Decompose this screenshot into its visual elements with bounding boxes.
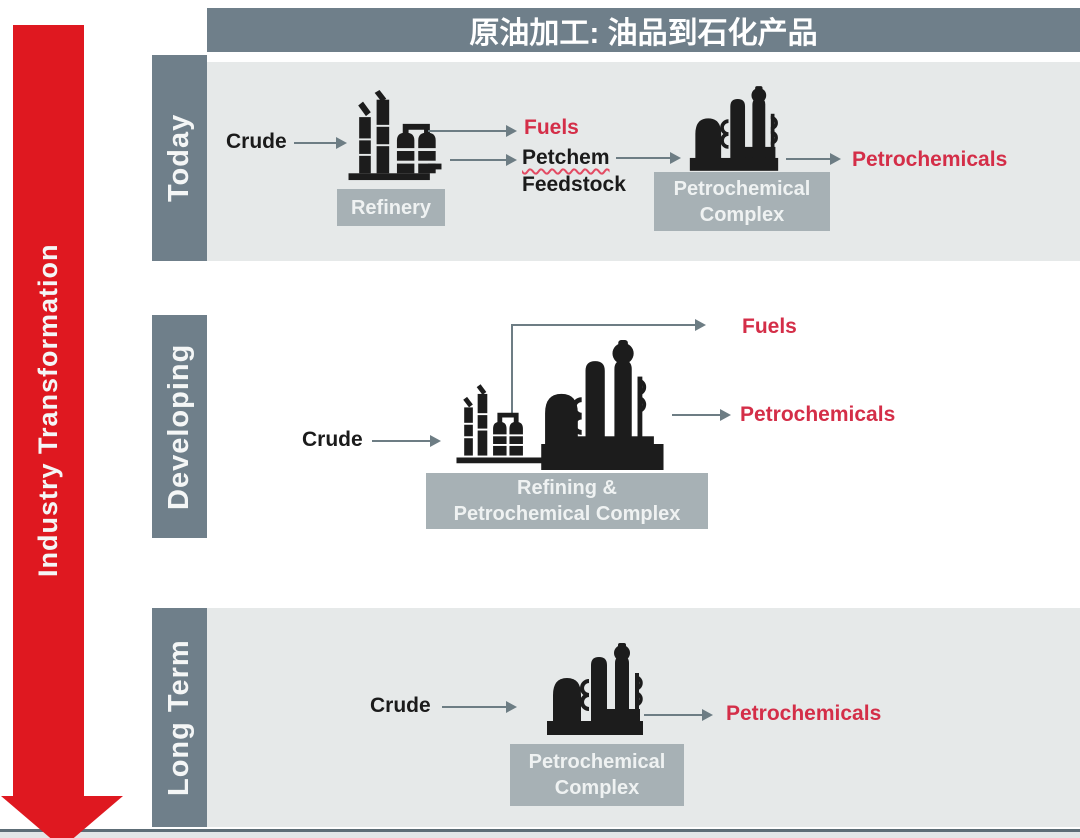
flow-line: [294, 142, 336, 144]
row-label-today: Today: [152, 55, 207, 261]
refinery-label: Refinery: [350, 196, 432, 219]
petchem-label: Petchem: [522, 146, 610, 169]
developing-label-text: Developing: [163, 343, 195, 510]
arrow-right-icon: [702, 709, 713, 721]
refinery-icon: [348, 90, 442, 181]
flow-line: [511, 325, 513, 417]
refinery-label-box: Refinery: [337, 189, 445, 226]
arrow-right-icon: [430, 435, 441, 447]
petrochemical-complex-icon: [689, 86, 779, 171]
petrochemical-complex-label-box: Petrochemical Complex: [654, 172, 830, 231]
arrow-right-icon: [695, 319, 706, 331]
long-term-label-text: Long Term: [163, 639, 195, 796]
petrochemical-complex-label-box: Petrochemical Complex: [510, 744, 684, 806]
row-label-long-term: Long Term: [152, 608, 207, 827]
industry-transformation-arrow: Industry Transformation: [13, 25, 84, 796]
refining-petrochemical-complex-icon: [456, 340, 664, 470]
refining-petrochemical-complex-label-box: Refining & Petrochemical Complex: [426, 473, 708, 529]
feedstock-label: Feedstock: [522, 173, 626, 196]
bottom-divider-line: [0, 829, 1080, 832]
complex-label-line1: Refining &: [517, 477, 617, 499]
petrochemicals-label-today: Petrochemicals: [852, 148, 1008, 171]
arrow-right-icon: [506, 154, 517, 166]
industry-transformation-label: Industry Transformation: [33, 243, 63, 578]
arrow-right-icon: [720, 409, 731, 421]
crude-label-long-term: Crude: [370, 694, 431, 717]
today-label-text: Today: [163, 113, 195, 203]
complex-label-line2: Complex: [554, 777, 640, 799]
bottom-strip: [0, 832, 1080, 838]
petrochemicals-label-long-term: Petrochemicals: [726, 702, 882, 725]
complex-label-line1: Petrochemical: [528, 751, 666, 773]
arrow-right-icon: [506, 701, 517, 713]
arrow-right-icon: [670, 152, 681, 164]
flow-line: [616, 157, 670, 159]
fuels-label-today: Fuels: [524, 116, 579, 139]
flow-line: [372, 440, 430, 442]
complex-label-line1: Petrochemical: [673, 177, 811, 200]
fuels-label-developing: Fuels: [742, 315, 797, 338]
arrow-right-icon: [830, 153, 841, 165]
complex-label-line2: Petrochemical Complex: [453, 503, 681, 525]
today-row-panel: [207, 62, 1080, 261]
page-title: 原油加工: 油品到石化产品: [469, 17, 818, 50]
flow-line: [428, 130, 506, 132]
flow-line: [672, 414, 720, 416]
industry-transformation-arrowhead-icon: [1, 796, 123, 838]
crude-label-developing: Crude: [302, 428, 363, 451]
petrochemicals-label-developing: Petrochemicals: [740, 403, 896, 426]
flow-line: [644, 714, 702, 716]
arrow-right-icon: [506, 125, 517, 137]
flow-line: [450, 159, 506, 161]
arrow-right-icon: [336, 137, 347, 149]
crude-label-today: Crude: [226, 130, 287, 153]
header-title-bar: 原油加工: 油品到石化产品: [207, 8, 1080, 52]
petrochemical-complex-icon: [547, 643, 643, 735]
flow-line: [442, 706, 506, 708]
flow-line: [786, 158, 830, 160]
complex-label-line2: Complex: [699, 203, 785, 226]
flow-line: [511, 324, 695, 326]
row-label-developing: Developing: [152, 315, 207, 538]
